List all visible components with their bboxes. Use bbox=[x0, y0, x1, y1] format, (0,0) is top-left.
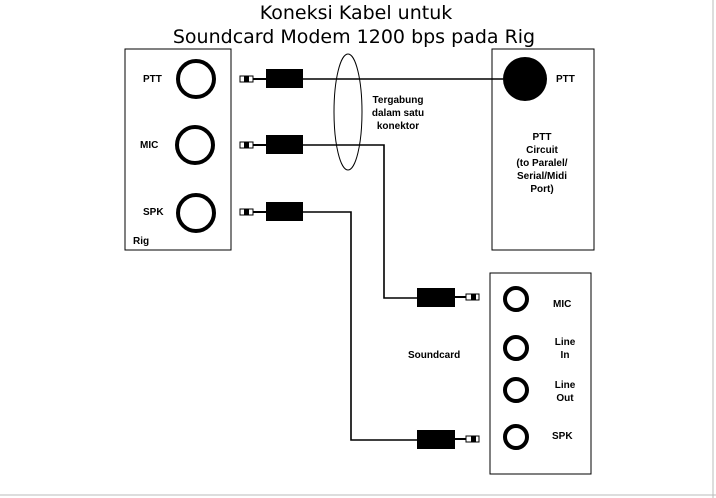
soundcard-line-in-label-1: Line bbox=[555, 337, 576, 348]
soundcard-line-out-jack bbox=[503, 377, 529, 403]
soundcard-line-in-label-2: In bbox=[561, 350, 570, 361]
soundcard-line-out-label-2: Out bbox=[556, 393, 574, 404]
soundcard-line-in-jack bbox=[503, 335, 529, 361]
bundle-note-line-3: konektor bbox=[377, 121, 419, 132]
bundle-note-line-2: dalam satu bbox=[372, 108, 424, 119]
rig-label: Rig bbox=[133, 236, 149, 247]
bundle-note-line-1: Tergabung bbox=[373, 95, 424, 106]
spk-wire bbox=[303, 211, 417, 441]
rig-mic-label: MIC bbox=[140, 140, 158, 151]
rig-spk-jack bbox=[176, 193, 216, 233]
rig-mic-jack bbox=[175, 125, 215, 165]
soundcard-spk-jack bbox=[503, 424, 529, 450]
soundcard-mic-plug bbox=[417, 288, 480, 307]
rig-mic-plug bbox=[239, 135, 303, 154]
soundcard-mic-jack bbox=[503, 286, 529, 312]
mic-wire bbox=[303, 144, 417, 299]
bundle-ellipse bbox=[333, 53, 363, 171]
title-line-2: Soundcard Modem 1200 bps pada Rig bbox=[173, 26, 535, 48]
ptt-circuit-text-2: Circuit bbox=[526, 145, 558, 156]
soundcard-line-out-label-1: Line bbox=[555, 380, 576, 391]
rig-spk-label: SPK bbox=[143, 207, 164, 218]
ptt-circuit-jack-label: PTT bbox=[556, 74, 575, 85]
soundcard-label: Soundcard bbox=[408, 350, 460, 361]
rig-ptt-jack bbox=[176, 59, 216, 99]
soundcard-spk-plug bbox=[417, 430, 480, 449]
title-line-1: Koneksi Kabel untuk bbox=[260, 2, 453, 24]
soundcard-spk-label: SPK bbox=[552, 431, 573, 442]
ptt-circuit-text-4: Serial/Midi bbox=[517, 171, 567, 182]
soundcard-mic-label: MIC bbox=[553, 299, 571, 310]
rig-spk-plug bbox=[239, 202, 303, 221]
rig-ptt-plug bbox=[239, 69, 303, 88]
ptt-circuit-text-1: PTT bbox=[533, 132, 552, 143]
ptt-circuit-jack bbox=[503, 57, 547, 101]
ptt-circuit-text-5: Port) bbox=[530, 184, 553, 195]
ptt-circuit-text-3: (to Paralel/ bbox=[516, 158, 567, 169]
rig-ptt-label: PTT bbox=[143, 74, 162, 85]
